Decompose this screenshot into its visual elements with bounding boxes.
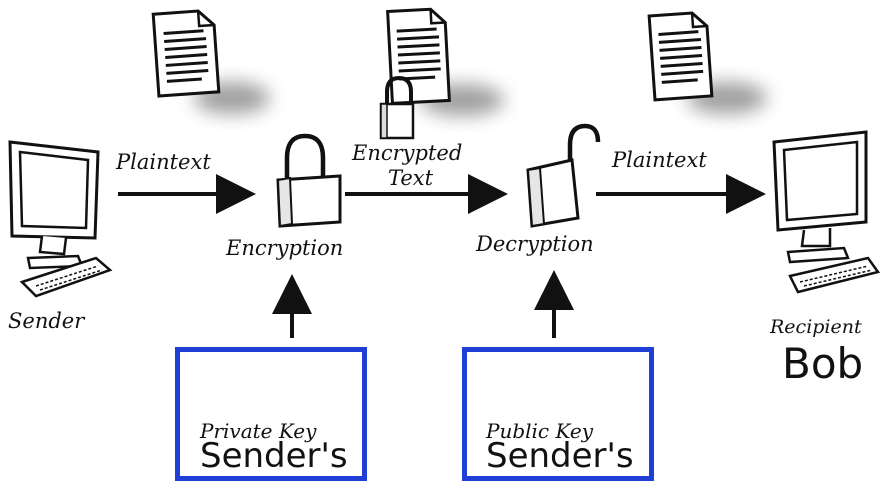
- private-key-box: [175, 347, 367, 481]
- decryption-lock-icon: [526, 123, 601, 228]
- encryption-label: Encryption: [226, 236, 344, 260]
- sender-computer-icon: [8, 140, 113, 298]
- plaintext-document-icon-left: [151, 9, 270, 114]
- plaintext-label-left: Plaintext: [116, 150, 211, 174]
- encryption-lock-icon: [276, 133, 342, 228]
- public-key-title: Public Key: [486, 419, 594, 443]
- plaintext-document-icon-right: [647, 11, 767, 114]
- decryption-label: Decryption: [476, 232, 594, 256]
- recipient-computer-icon: [772, 130, 881, 294]
- recipient-name: Bob: [782, 339, 864, 388]
- private-key-title: Private Key: [200, 419, 317, 443]
- encrypted-text-label-line2: Text: [388, 166, 434, 190]
- recipient-label: Recipient: [770, 316, 862, 338]
- plaintext-label-right: Plaintext: [612, 148, 707, 172]
- encrypted-text-label-line1: Encrypted: [352, 141, 463, 165]
- sender-label: Sender: [8, 309, 85, 333]
- private-key-owner: Sender's: [200, 436, 348, 476]
- small-padlock-icon: [379, 75, 415, 140]
- public-key-owner: Sender's: [486, 436, 634, 476]
- public-key-box: [462, 347, 654, 481]
- encrypted-document-icon: [386, 7, 504, 116]
